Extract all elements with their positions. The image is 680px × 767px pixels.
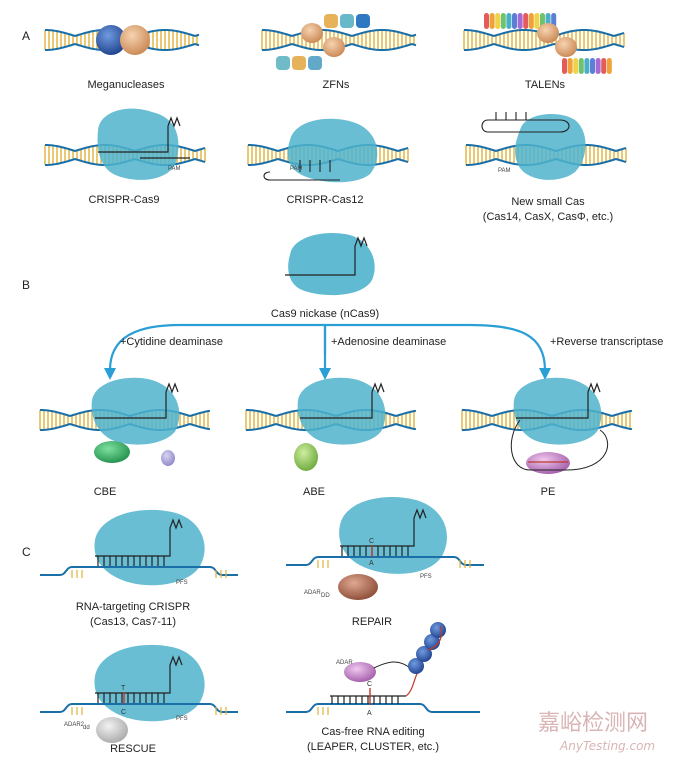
pe-label: PE [541, 486, 556, 498]
new-small-cas-diagram: PAM [465, 112, 627, 180]
rescue-adar-main: ADAR2 [64, 722, 85, 728]
tale-repeat-row [562, 58, 612, 74]
rescue-adar-sub: dd [83, 725, 90, 731]
arrow-head-pe [539, 368, 551, 380]
cas-free-adar-label: ADAR [336, 660, 353, 666]
rescue-diagram: T C ADAR2 dd PFS [40, 644, 238, 743]
reverse-transcriptase-label: +Reverse transcriptase [550, 336, 663, 348]
small-cas-pam-label: PAM [498, 168, 511, 174]
new-small-cas-label-line1: New small Cas [511, 196, 585, 208]
meganucleases-diagram [44, 25, 200, 55]
talens-diagram [463, 13, 625, 74]
base-pair-rungs [317, 707, 329, 715]
base-pair-rungs [331, 696, 399, 704]
cytidine-deaminase-label: +Cytidine deaminase [120, 336, 223, 348]
repair-label: REPAIR [352, 616, 392, 628]
arrow-head-cbe [104, 368, 116, 380]
base-pair-rungs [459, 560, 471, 568]
cbe-diagram [39, 377, 211, 466]
base-pair-rungs [215, 707, 227, 715]
dna-double-helix [463, 28, 625, 52]
meganucleases-label: Meganucleases [87, 79, 165, 91]
section-a-label: A [22, 29, 30, 43]
cas-free-rna-editing-diagram: C A ADAR [286, 622, 480, 717]
crispr-cas9-label: CRISPR-Cas9 [89, 194, 160, 206]
rna-targeting-label-line2: (Cas13, Cas7-11) [90, 616, 176, 628]
cas-free-label-line1: Cas-free RNA editing [321, 726, 424, 738]
repair-pfs-label: PFS [420, 574, 432, 580]
rescue-base-t: T [121, 685, 126, 692]
crispr-cas12-diagram: PAM [247, 118, 409, 183]
rescue-base-c: C [121, 709, 126, 716]
cas9-pam-label: PAM [168, 166, 181, 172]
abe-label: ABE [303, 486, 325, 498]
cas-free-base-a: A [367, 710, 372, 717]
abe-diagram [245, 377, 417, 471]
cas-free-base-c: C [367, 681, 372, 688]
cbe-label: CBE [94, 486, 117, 498]
zfns-label: ZFNs [323, 79, 350, 91]
new-small-cas-label-line2: (Cas14, CasX, CasΦ, etc.) [483, 211, 613, 223]
rescue-pfs-label: PFS [176, 716, 188, 722]
arrow-head-abe [319, 368, 331, 380]
pe-diagram [461, 377, 633, 474]
cas-free-label-line2: (LEAPER, CLUSTER, etc.) [307, 741, 439, 753]
nickase-diagram [285, 232, 375, 296]
crispr-cas12-label: CRISPR-Cas12 [286, 194, 363, 206]
base-pair-rungs [71, 570, 83, 578]
rescue-label: RESCUE [110, 743, 156, 755]
base-pair-rungs [317, 560, 329, 568]
section-c-label: C [22, 545, 31, 559]
base-pair-rungs [97, 556, 165, 566]
crispr-cas9-diagram: PAM [44, 108, 206, 180]
adenosine-deaminase-label: +Adenosine deaminase [331, 336, 446, 348]
base-pair-rungs [71, 707, 83, 715]
repair-base-c: C [369, 538, 374, 545]
watermark-cn: 嘉峪检测网 [538, 711, 648, 736]
section-b-label: B [22, 278, 30, 292]
watermark-en: AnyTesting.com [559, 739, 655, 753]
branch-arrows [108, 323, 547, 371]
repair-diagram: C A ADAR DD PFS [286, 497, 484, 600]
base-pair-rungs [97, 693, 165, 703]
repair-adar-main: ADAR [304, 590, 321, 596]
nickase-label: Cas9 nickase (nCas9) [271, 308, 379, 320]
repair-base-a: A [369, 560, 374, 567]
zfns-diagram [261, 14, 417, 70]
rna-targeting-label-line1: RNA-targeting CRISPR [76, 601, 190, 613]
repair-adar-sub: DD [321, 593, 330, 599]
talens-label: TALENs [525, 79, 566, 91]
cas12-pam-label: PAM [290, 166, 303, 172]
rna-targeting-crispr-diagram: PFS [40, 509, 238, 586]
base-pair-rungs [215, 570, 227, 578]
rna-targeting-pfs-label: PFS [176, 580, 188, 586]
